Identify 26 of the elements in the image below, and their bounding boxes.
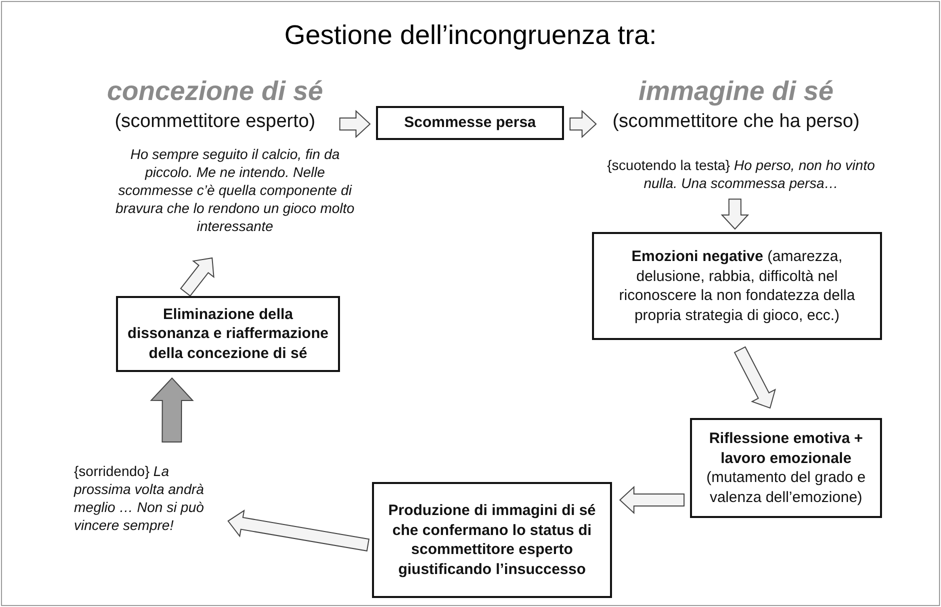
quote-text: {scuotendo la testa} Ho perso, non ho vinto nulla. Una scommessa persa…: [606, 156, 876, 192]
box-text: Riflessione emotiva + lavoro emozionale (mutamento del grado e valenza dell’emozione): [705, 429, 867, 507]
process-box: [372, 482, 612, 598]
box-text: Eliminazione della dissonanza e riaffermazione della concezione di sé: [126, 304, 330, 364]
block-arrow: [734, 346, 776, 409]
process-box: [690, 418, 882, 518]
heading: concezione di sé: [106, 76, 324, 106]
process-box: [116, 296, 340, 372]
block-arrow: [720, 198, 750, 230]
box-text: Emozioni negative (amarezza, delusione, rabbia, difficoltà nel riconoscere la non fondatezza della propria strategia di gioco, ecc.): [618, 247, 856, 325]
subheading: (scommettitore che ha perso): [612, 110, 860, 132]
box-text: Scommesse persa: [404, 113, 536, 133]
title: Gestione dell’incongruenza tra:: [283, 20, 658, 51]
quote-text: Ho sempre seguito il calcio, fin da piccolo. Me ne intendo. Nelle scommesse c’è quella componente di bravura che lo rendono un gioco molto interessante: [114, 144, 356, 236]
block-arrow: [227, 510, 370, 552]
block-arrow: [180, 257, 214, 296]
subheading: (scommettitore esperto): [114, 110, 316, 132]
heading: immagine di sé: [638, 76, 834, 106]
box-text: Produzione di immagini di sé che confermano lo status di scommettitore esperto giustificando l’insuccesso: [387, 501, 597, 579]
process-box: [592, 232, 882, 340]
quote-text: {sorridendo} La prossima volta andrà meglio … Non si può vincere sempre!: [74, 462, 205, 534]
process-box: [376, 106, 564, 140]
block-arrow: [150, 377, 194, 443]
block-arrow: [339, 110, 371, 138]
block-arrow: [570, 110, 597, 138]
block-arrow: [619, 486, 685, 514]
